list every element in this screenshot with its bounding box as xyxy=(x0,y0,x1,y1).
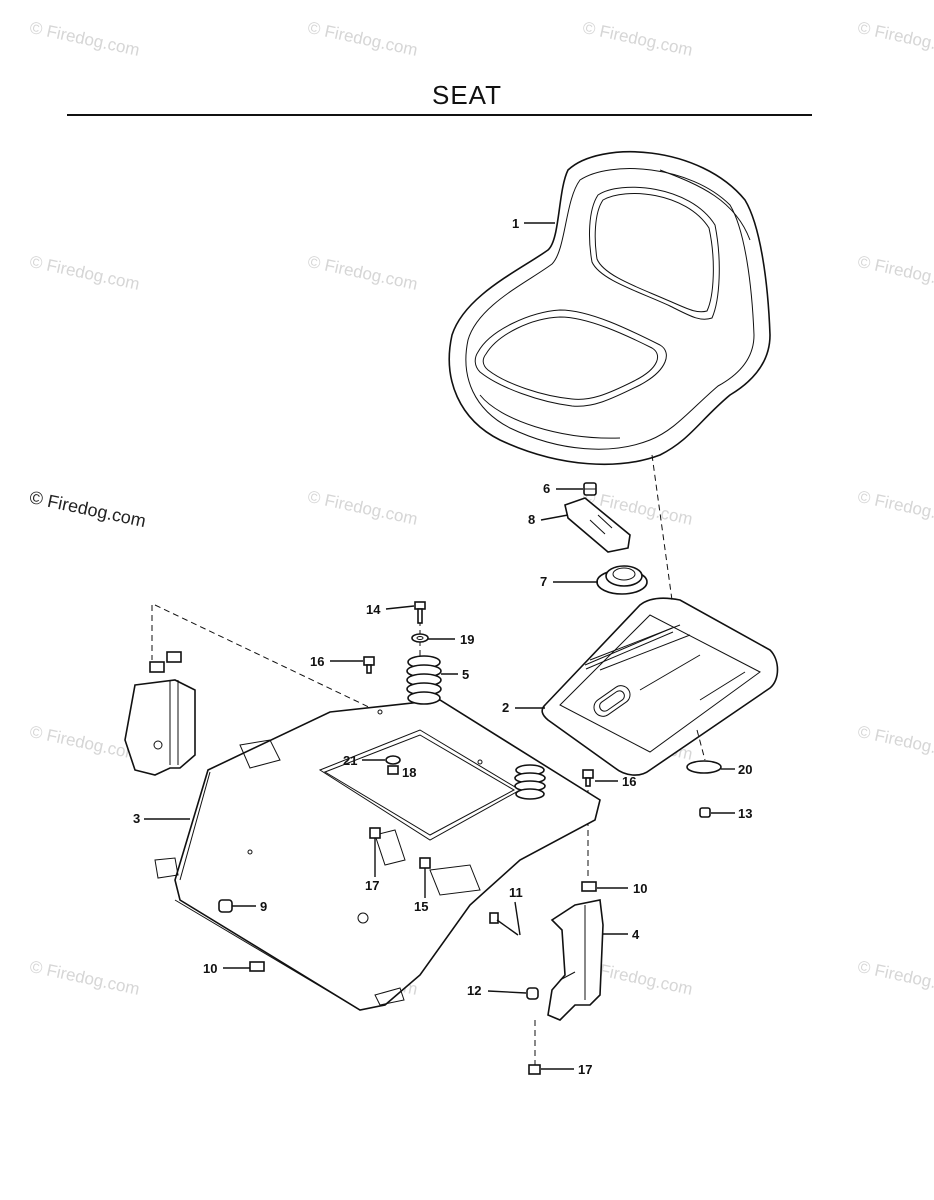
callout-19: 19 xyxy=(428,632,474,647)
callout-7: 7 xyxy=(540,574,598,589)
callout-label: 10 xyxy=(633,881,647,896)
callout-2: 2 xyxy=(502,700,545,715)
callout-label: 18 xyxy=(402,765,416,780)
nut xyxy=(369,827,381,839)
callout-label: 16 xyxy=(310,654,324,669)
callout-label: 12 xyxy=(467,983,481,998)
callout-label: 13 xyxy=(738,806,752,821)
pin xyxy=(489,912,519,936)
nut xyxy=(583,482,597,496)
callout-8: 8 xyxy=(528,512,569,527)
screw xyxy=(363,656,375,674)
callout-label: 10 xyxy=(203,961,217,976)
callout-label: 20 xyxy=(738,762,752,777)
callout-21: 21 xyxy=(343,753,385,768)
callout-label: 8 xyxy=(528,512,535,527)
seat-support-frame xyxy=(154,699,601,1011)
callout-5: 5 xyxy=(441,667,469,682)
callout-label: 17 xyxy=(365,878,379,893)
callout-17: 17 xyxy=(365,838,379,893)
callout-label: 19 xyxy=(460,632,474,647)
callout-14: 14 xyxy=(366,602,415,617)
seat-switch xyxy=(596,565,648,595)
nut xyxy=(528,1064,541,1075)
screw xyxy=(582,769,594,787)
assembly-line xyxy=(651,454,673,601)
callout-10: 10 xyxy=(597,881,647,896)
right-bracket xyxy=(547,899,604,1021)
callout-label: 17 xyxy=(578,1062,592,1077)
callout-20: 20 xyxy=(721,762,752,777)
callout-6: 6 xyxy=(543,481,583,496)
callout-10b: 10 xyxy=(203,961,250,976)
nut xyxy=(387,765,399,775)
callout-9: 9 xyxy=(232,899,267,914)
spring xyxy=(514,764,546,800)
bushing xyxy=(218,899,233,913)
callout-label: 7 xyxy=(540,574,547,589)
title-rule xyxy=(67,114,812,116)
callout-label: 1 xyxy=(512,216,519,231)
callout-label: 15 xyxy=(414,899,428,914)
callout-label: 5 xyxy=(462,667,469,682)
callout-label: 3 xyxy=(133,811,140,826)
callout-1: 1 xyxy=(512,216,555,231)
callout-13: 13 xyxy=(711,806,752,821)
callout-11: 11 xyxy=(509,885,523,936)
callout-label: 14 xyxy=(366,602,381,617)
callout-3: 3 xyxy=(133,811,190,826)
callout-label: 16 xyxy=(622,774,636,789)
callout-16b: 16 xyxy=(595,774,636,789)
callout-label: 6 xyxy=(543,481,550,496)
callout-label: 21 xyxy=(343,753,357,768)
washer xyxy=(385,755,401,765)
callout-16: 16 xyxy=(310,654,363,669)
bushing xyxy=(526,987,539,1000)
left-bracket xyxy=(124,651,196,776)
bolt xyxy=(414,601,426,624)
clip xyxy=(581,881,597,892)
spring xyxy=(406,655,442,705)
page-title: SEAT xyxy=(432,80,502,110)
callout-17b: 17 xyxy=(541,1062,592,1077)
callout-label: 9 xyxy=(260,899,267,914)
callout-12: 12 xyxy=(467,983,527,998)
callout-label: 4 xyxy=(632,927,640,942)
clip xyxy=(249,961,265,972)
callout-15: 15 xyxy=(414,868,428,914)
assembly-line xyxy=(696,729,706,761)
callout-4: 4 xyxy=(603,927,640,942)
callout-label: 2 xyxy=(502,700,509,715)
nut xyxy=(419,857,431,869)
seat-pan xyxy=(541,597,779,776)
latch-bracket xyxy=(564,497,631,553)
callout-label: 11 xyxy=(509,885,523,900)
washer xyxy=(686,760,722,774)
washer xyxy=(411,633,429,643)
screw xyxy=(699,807,711,818)
seat-cushion xyxy=(448,150,771,466)
callout-18: 18 xyxy=(402,765,416,780)
